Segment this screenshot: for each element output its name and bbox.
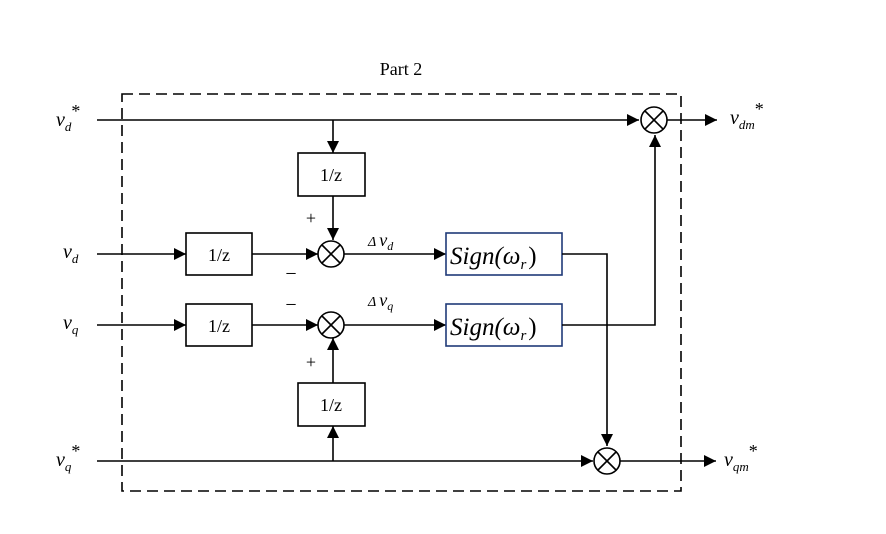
input-vq-label: vq (63, 312, 79, 337)
input-vd-ref-label: vd* (56, 101, 80, 134)
svg-text:vd: vd (63, 241, 79, 266)
delay-block-top (297, 152, 366, 197)
input-vd-label: vd (63, 241, 79, 266)
delay-block-vq-label: 1/z (208, 316, 230, 336)
delay-block-vd-label: 1/z (208, 245, 230, 265)
sum-q-minus-sign: − (285, 294, 296, 316)
sign-block-q (445, 303, 563, 347)
svg-text:Δvq: Δvq (367, 290, 393, 313)
sign-block-q-label: Sign(ωr) (450, 314, 537, 344)
output-vqm-ref-label: vqm* (724, 441, 758, 474)
delay-block-top-label: 1/z (320, 165, 342, 185)
sign-block-d-label: Sign(ωr) (450, 243, 537, 273)
sum-d-minus-sign: − (285, 263, 296, 285)
svg-text:Sign(ωr): Sign(ωr) (450, 243, 537, 273)
svg-text:vq*: vq* (56, 441, 80, 474)
multiplier-q (593, 447, 621, 475)
wire-sign-d-to-mult-q (562, 253, 613, 446)
summing-junction-d (317, 240, 345, 268)
input-vq-ref-label: vq* (56, 441, 80, 474)
delay-block-bottom (297, 382, 366, 427)
svg-text:vq: vq (63, 312, 79, 337)
sum-d-plus-sign: + (306, 208, 316, 228)
delay-block-vq (185, 303, 253, 347)
output-vdm-ref-label: vdm* (730, 99, 764, 132)
delay-block-bottom-label: 1/z (320, 395, 342, 415)
wire-sign-q-to-mult-d (562, 135, 661, 326)
multiplier-d (640, 106, 668, 134)
svg-text:vd*: vd* (56, 101, 80, 134)
svg-text:Sign(ωr): Sign(ωr) (450, 314, 537, 344)
sum-q-plus-sign: + (306, 352, 316, 372)
svg-text:Δvd: Δvd (367, 230, 394, 253)
diagram-title: Part 2 (380, 59, 423, 79)
svg-text:vqm*: vqm* (724, 441, 758, 474)
subsystem-boundary (121, 93, 682, 492)
svg-text:vdm*: vdm* (730, 99, 764, 132)
delay-block-vd (185, 232, 253, 276)
summing-junction-q (317, 311, 345, 339)
